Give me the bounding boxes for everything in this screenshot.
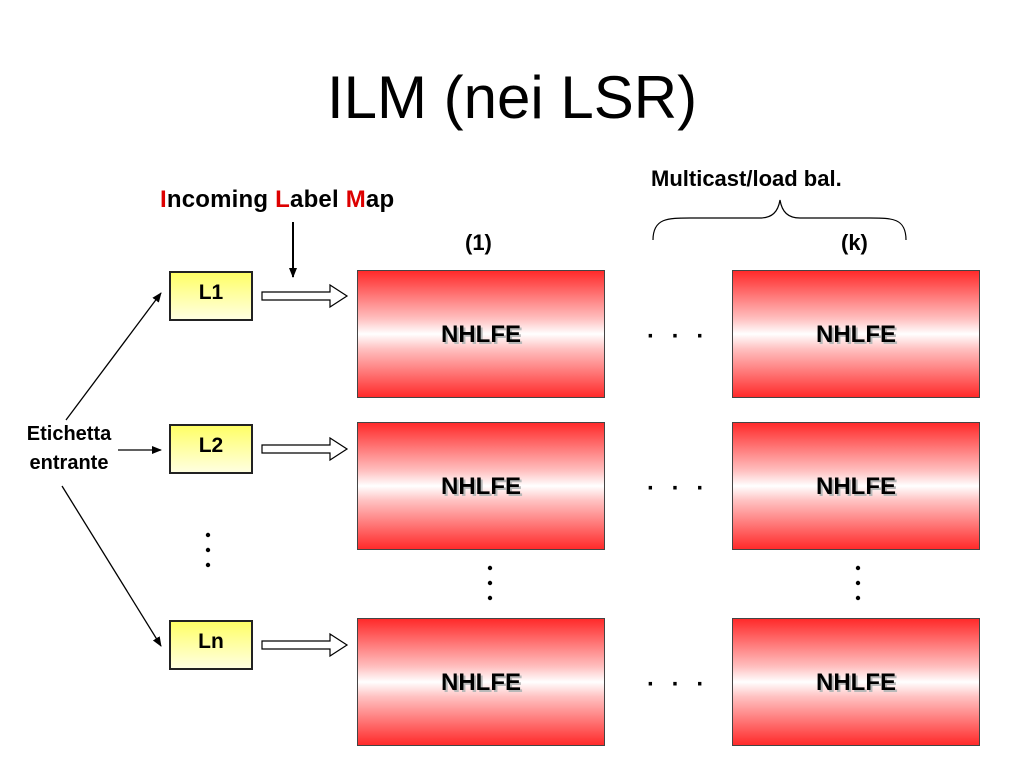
column-label-1: (1)	[465, 230, 492, 255]
column-label-k: (k)	[841, 230, 868, 255]
label-box-l2: L2	[169, 424, 253, 474]
nhlfe-box-row1-colk: NHLFE	[732, 270, 980, 398]
nhlfe-box-row3-col1: NHLFE	[357, 618, 605, 746]
horizontal-ellipsis-row1: · · ·	[647, 323, 710, 350]
multicast-brace	[652, 199, 907, 241]
horizontal-ellipsis-row2: · · ·	[647, 475, 710, 502]
incoming-label-line2: entrante	[29, 452, 109, 474]
nhlfe-box-row2-colk: NHLFE	[732, 422, 980, 550]
input-arrow-to-ln	[61, 485, 162, 647]
input-arrow-to-l1	[65, 292, 162, 421]
multicast-label: Multicast/load bal.	[651, 166, 842, 191]
page-title: ILM (nei LSR)	[326, 64, 698, 131]
vertical-ellipsis-colk	[855, 565, 861, 601]
vertical-ellipsis-labels	[205, 532, 211, 568]
label-box-l1: L1	[169, 271, 253, 321]
horizontal-ellipsis-row3: · · ·	[647, 671, 710, 698]
vertical-ellipsis-col1	[487, 565, 493, 601]
block-arrow-row1	[261, 283, 349, 309]
label-box-ln: Ln	[169, 620, 253, 670]
nhlfe-box-row3-colk: NHLFE	[732, 618, 980, 746]
nhlfe-box-row1-col1: NHLFE	[357, 270, 605, 398]
block-arrow-row2	[261, 436, 349, 462]
nhlfe-box-row2-col1: NHLFE	[357, 422, 605, 550]
incoming-label-line1: Etichetta	[26, 423, 112, 445]
incoming-label-text: Etichetta entrante	[10, 420, 128, 478]
incoming-label-map-heading: Incoming Label Map	[160, 186, 395, 213]
block-arrow-row3	[261, 632, 349, 658]
